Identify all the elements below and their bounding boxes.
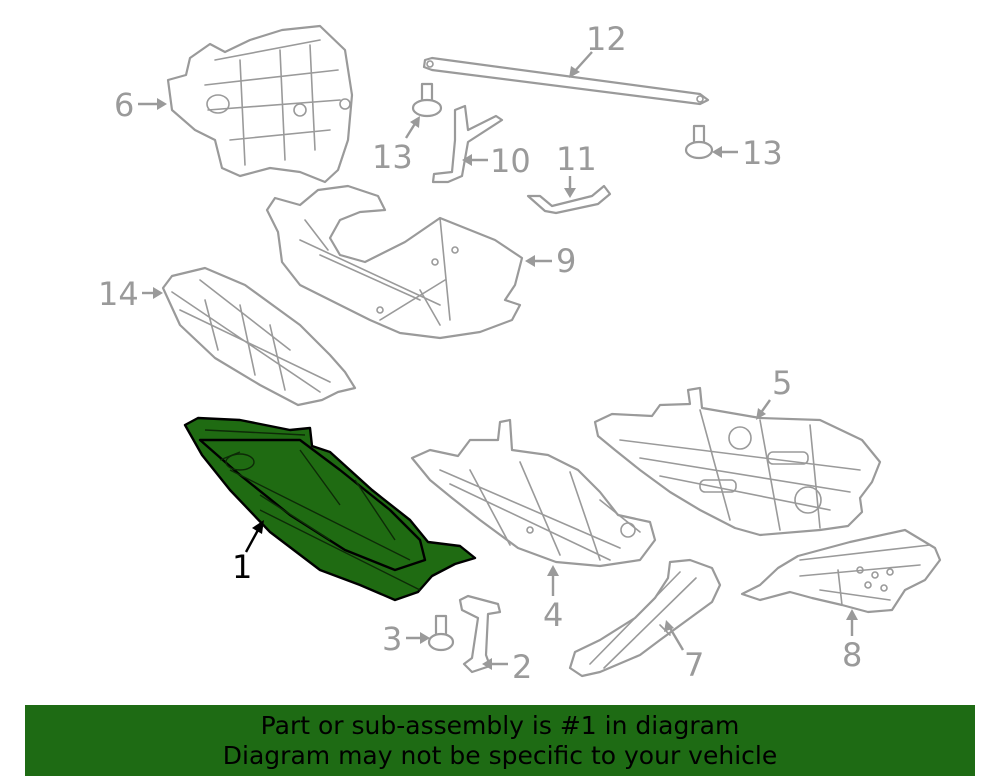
- part-13-bolt-left: [411, 82, 443, 118]
- callout-9-label: 9: [556, 242, 576, 280]
- callout-4: 4: [543, 565, 563, 634]
- part-6-side-cover: [166, 24, 354, 184]
- part-8-side-shield: [740, 528, 942, 614]
- part-1-splash-shield: [183, 416, 477, 602]
- callout-8-label: 8: [842, 636, 862, 674]
- part-12-strut-bar: [422, 56, 710, 106]
- callout-8: 8: [842, 609, 862, 674]
- callout-5-label: 5: [772, 364, 792, 402]
- callout-10: 10: [462, 142, 531, 180]
- part-11-bracket: [526, 184, 612, 215]
- callout-13a-label: 13: [372, 138, 413, 176]
- callout-11: 11: [556, 140, 597, 198]
- callout-2: 2: [482, 648, 532, 686]
- callout-1-label: 1: [232, 548, 252, 586]
- callout-7-label: 7: [684, 646, 704, 684]
- callout-13b: 13: [712, 134, 783, 172]
- part-5-rear-shield: [593, 386, 882, 537]
- callout-13a: 13: [372, 116, 420, 176]
- callout-3: 3: [382, 620, 430, 658]
- callout-11-label: 11: [556, 140, 597, 178]
- callout-12: 12: [569, 20, 627, 78]
- callout-4-label: 4: [543, 596, 563, 634]
- part-3-bolt: [427, 614, 455, 652]
- callout-7: 7: [664, 620, 704, 684]
- part-14-side-panel: [161, 266, 357, 407]
- callout-14: 14: [98, 275, 163, 313]
- info-banner: Part or sub-assembly is #1 in diagram Di…: [25, 705, 975, 776]
- part-10-bracket: [431, 104, 504, 184]
- callout-6-label: 6: [114, 86, 134, 124]
- part-2-bracket: [458, 594, 502, 674]
- callout-2-label: 2: [512, 648, 532, 686]
- callout-10-label: 10: [490, 142, 531, 180]
- part-4-center-shield: [410, 418, 657, 568]
- callout-12-label: 12: [586, 20, 627, 58]
- callout-14-label: 14: [98, 275, 139, 313]
- part-13-bolt-right: [684, 124, 714, 160]
- callout-5: 5: [756, 364, 792, 420]
- banner-line-part: Part or sub-assembly is #1 in diagram: [260, 710, 740, 740]
- callout-1: 1: [232, 520, 264, 586]
- callout-6: 6: [114, 86, 167, 124]
- callout-13b-label: 13: [742, 134, 783, 172]
- banner-line-disclaimer: Diagram may not be specific to your vehi…: [222, 740, 778, 770]
- callout-3-label: 3: [382, 620, 402, 658]
- part-9-shield: [265, 184, 524, 340]
- callout-9: 9: [525, 242, 576, 280]
